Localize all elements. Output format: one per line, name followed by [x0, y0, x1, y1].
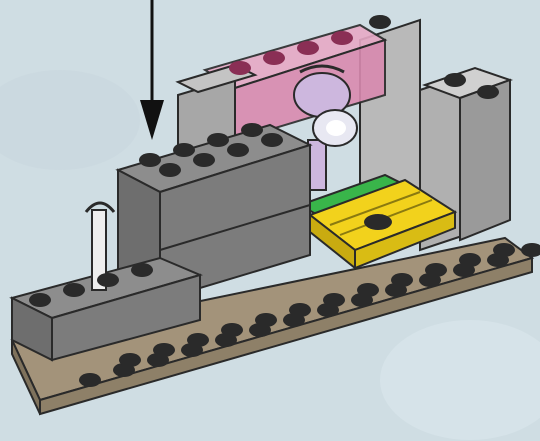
stud	[97, 273, 119, 287]
stud	[187, 333, 209, 347]
stud	[153, 343, 175, 357]
stud	[79, 373, 101, 387]
stud	[261, 133, 283, 147]
stud	[477, 85, 499, 99]
stud	[289, 303, 311, 317]
stud	[391, 273, 413, 287]
stud	[331, 31, 353, 45]
stud	[119, 353, 141, 367]
stud	[221, 323, 243, 337]
stud	[139, 153, 161, 167]
stud	[323, 293, 345, 307]
stud	[193, 153, 215, 167]
stud	[159, 163, 181, 177]
stud	[357, 283, 379, 297]
stud	[227, 143, 249, 157]
stud	[207, 133, 229, 147]
stud	[369, 15, 391, 29]
stud	[131, 263, 153, 277]
stud	[229, 61, 251, 75]
stud	[444, 73, 466, 87]
stud	[263, 51, 285, 65]
stud	[241, 123, 263, 137]
stud	[255, 313, 277, 327]
stud	[459, 253, 481, 267]
stud	[425, 263, 447, 277]
stud	[297, 41, 319, 55]
stud	[29, 293, 51, 307]
stud	[173, 143, 195, 157]
stud	[63, 283, 85, 297]
stud	[493, 243, 515, 257]
